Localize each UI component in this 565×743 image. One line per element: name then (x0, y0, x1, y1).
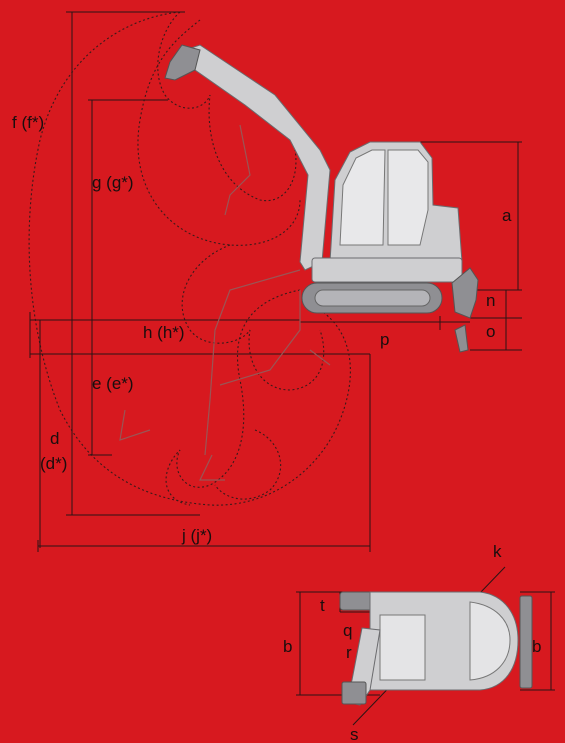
label-t: t (320, 596, 325, 615)
label-b-left: b (283, 637, 292, 656)
excavator-side-view (164, 44, 479, 353)
label-f: f (f*) (12, 113, 44, 132)
bucket (164, 44, 201, 81)
ghost-arm-positions (119, 124, 331, 481)
boom (184, 44, 331, 271)
excavator-plan-view (339, 591, 533, 706)
lower-inner-curve (214, 429, 282, 500)
label-d: d (50, 429, 59, 448)
label-j: j (j*) (181, 526, 212, 545)
dimension-lines (29, 11, 555, 726)
label-s: s (350, 725, 359, 743)
label-o: o (486, 322, 495, 341)
label-g: g (g*) (92, 173, 134, 192)
label-b-right: b (532, 637, 541, 656)
label-k: k (493, 542, 502, 561)
upper-inner-curve (137, 19, 301, 246)
label-d-star: (d*) (40, 454, 67, 473)
upper-loop-curve (157, 11, 297, 202)
dozer-blade (451, 267, 479, 319)
label-h: h (h*) (143, 323, 185, 342)
label-p: p (380, 330, 389, 349)
working-envelope (28, 11, 351, 506)
label-a: a (502, 206, 512, 225)
dimension-labels: f (f*) g (g*) h (h*) e (e*) d (d*) j (j*… (12, 113, 541, 743)
label-q: q (343, 621, 352, 640)
label-n: n (486, 291, 495, 310)
label-e: e (e*) (92, 374, 134, 393)
plan-blade (519, 595, 533, 689)
middle-loop-curve (181, 244, 325, 391)
label-r: r (346, 643, 352, 662)
outer-reach-curve (28, 11, 351, 506)
